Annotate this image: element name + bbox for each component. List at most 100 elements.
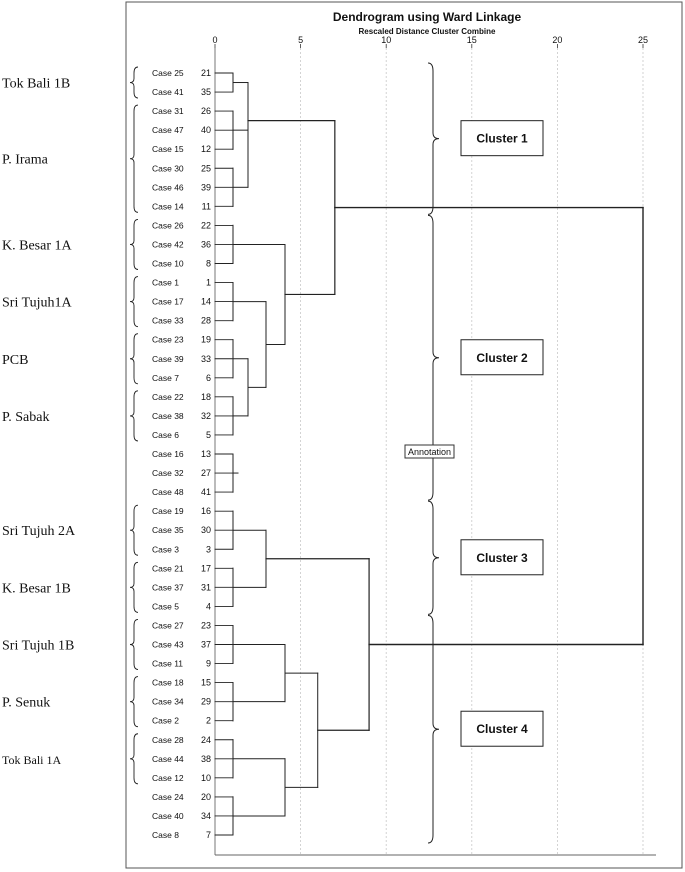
case-id: 20 (201, 792, 211, 802)
cluster-box (460, 120, 544, 157)
location-brace (129, 561, 139, 613)
cluster-label: Cluster 1 (476, 132, 528, 146)
chart-subtitle: Rescaled Distance Cluster Combine (359, 27, 496, 36)
axis-tick-label: 0 (212, 35, 217, 45)
case-id: 25 (201, 163, 211, 173)
location-brace (129, 333, 139, 385)
case-id: 33 (201, 354, 211, 364)
case-label: Case 26 (152, 220, 184, 230)
case-label: Case 38 (152, 411, 184, 421)
case-label: Case 17 (152, 297, 184, 307)
case-label: Case 18 (152, 678, 184, 688)
case-id: 21 (201, 68, 211, 78)
chart-title: Dendrogram using Ward Linkage (333, 10, 522, 24)
case-id: 6 (206, 373, 211, 383)
annotation-label: Annotation (408, 447, 451, 457)
case-id: 16 (201, 506, 211, 516)
cluster-box (460, 539, 544, 576)
case-label: Case 32 (152, 468, 184, 478)
location-brace (129, 66, 139, 99)
case-label: Case 1 (152, 278, 179, 288)
cluster-label: Cluster 2 (476, 351, 528, 365)
axis-tick-label: 5 (298, 35, 303, 45)
cluster-brace (427, 614, 440, 844)
location-label: P. Sabak (2, 410, 49, 425)
case-label: Case 47 (152, 125, 184, 135)
case-label: Case 11 (152, 659, 183, 669)
case-label: Case 22 (152, 392, 184, 402)
case-label: Case 48 (152, 487, 184, 497)
location-brace (129, 619, 139, 670)
case-id: 34 (201, 811, 211, 821)
cluster-brace (427, 62, 440, 215)
case-id: 9 (206, 659, 211, 669)
case-label: Case 39 (152, 354, 184, 364)
annotation-box: Annotation (404, 444, 455, 459)
location-label: Sri Tujuh 1B (2, 639, 74, 654)
axis-tick-label: 10 (381, 35, 391, 45)
case-id: 12 (201, 144, 211, 154)
axis-tick-label: 25 (638, 35, 648, 45)
case-label: Case 6 (152, 430, 179, 440)
case-id: 23 (201, 620, 211, 630)
location-brace (129, 733, 139, 785)
location-label: K. Besar 1A (2, 238, 72, 253)
plot-frame (125, 1, 683, 869)
case-label: Case 23 (152, 335, 184, 345)
case-id: 37 (201, 640, 211, 650)
case-id: 36 (201, 239, 211, 249)
case-id: 11 (202, 201, 211, 211)
case-label: Case 5 (152, 601, 179, 611)
case-id: 14 (201, 297, 211, 307)
case-id: 10 (201, 773, 211, 783)
location-label: K. Besar 1B (2, 581, 71, 596)
location-label: Tok Bali 1A (2, 753, 61, 767)
case-id: 15 (201, 678, 211, 688)
case-label: Case 42 (152, 239, 184, 249)
case-label: Case 40 (152, 811, 184, 821)
cluster-label: Cluster 3 (476, 551, 528, 565)
case-id: 32 (201, 411, 211, 421)
dendrogram-tree (214, 72, 644, 836)
location-brace (129, 504, 139, 556)
case-id: 19 (201, 335, 211, 345)
case-id: 28 (201, 316, 211, 326)
location-brace (129, 390, 139, 442)
case-label: Case 37 (152, 582, 184, 592)
case-id: 2 (206, 716, 211, 726)
location-label: P. Senuk (2, 696, 50, 711)
axis-tick-label: 20 (552, 35, 562, 45)
case-id: 35 (201, 87, 211, 97)
distance-axis: 0 5 10 15 20 25 (212, 35, 648, 48)
case-id: 40 (201, 125, 211, 135)
case-id: 27 (201, 468, 211, 478)
location-label: PCB (2, 353, 28, 368)
case-label: Case 27 (152, 620, 184, 630)
case-label: Case 2 (152, 716, 179, 726)
location-label: P. Irama (2, 153, 49, 168)
case-label: Case 21 (152, 563, 184, 573)
case-id: 1 (206, 278, 211, 288)
case-label: Case 3 (152, 544, 179, 554)
location-label: Sri Tujuh1A (2, 296, 73, 311)
cluster-box (460, 339, 544, 376)
case-id: 7 (206, 830, 211, 840)
case-label: Case 46 (152, 182, 184, 192)
case-id: 41 (201, 487, 211, 497)
case-id: 18 (201, 392, 211, 402)
location-brace (129, 218, 139, 270)
axis-tick-label: 15 (467, 35, 477, 45)
case-id: 39 (201, 182, 211, 192)
case-label: Case 8 (152, 830, 179, 840)
case-label: Case 43 (152, 640, 184, 650)
location-label: Sri Tujuh 2A (2, 524, 76, 539)
case-id: 3 (206, 544, 211, 554)
case-id: 5 (206, 430, 211, 440)
case-label: Case 16 (152, 449, 184, 459)
case-id: 24 (201, 735, 211, 745)
case-label: Case 44 (152, 754, 184, 764)
location-brace (129, 676, 139, 728)
